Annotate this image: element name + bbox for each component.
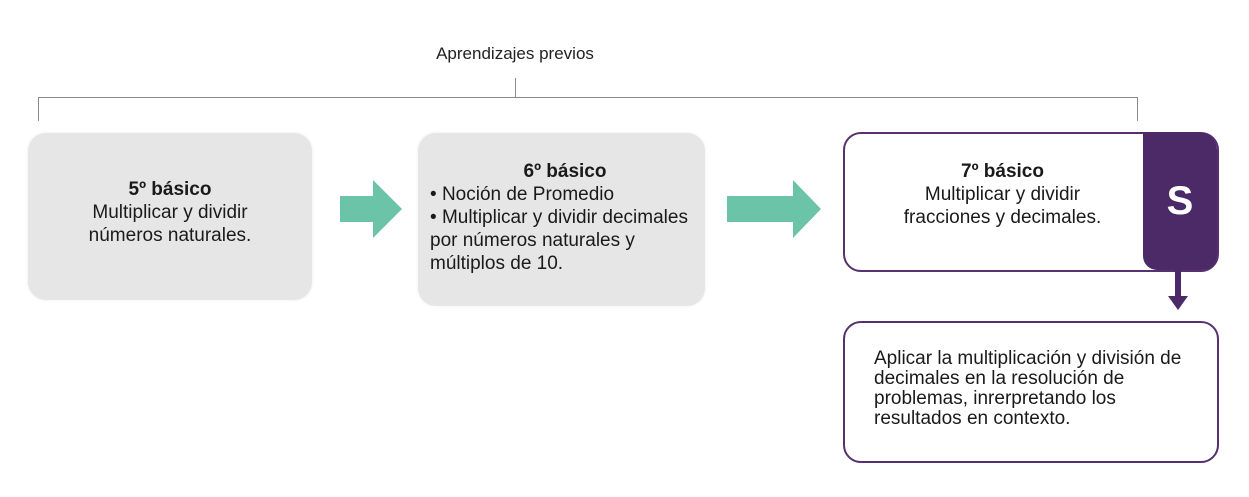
grade6-bullet-2-text: Multiplicar y dividir decimales por núme… [430,207,688,274]
grade5-content: 5º básico Multiplicar y dividir números … [28,178,312,247]
grade5-line1: Multiplicar y dividir [92,202,248,223]
grade7-line2: fracciones y decimales. [903,207,1102,228]
arrow-right-icon [340,180,402,238]
bracket-horizontal [38,97,1138,98]
goal-text: Aplicar la multiplicación y división de … [874,348,1182,429]
grade6-bullet-2: • Multiplicar y dividir decimales por nú… [430,207,688,274]
grade7-content: 7º básico Multiplicar y dividir fraccion… [850,160,1155,229]
grade5-line2: números naturales. [88,225,252,246]
s-badge: S [1143,132,1217,270]
grade6-content: 6º básico • Noción de Promedio • Multipl… [430,160,700,275]
grade6-title: 6º básico [523,161,607,182]
bracket-left-leg [38,97,39,121]
grade6-box [418,133,705,306]
arrow-down-icon [1168,270,1188,310]
bracket-right-leg [1137,97,1138,121]
grade5-box [28,133,312,300]
grade7-title: 7º básico [961,161,1044,182]
bracket-stem [515,78,516,97]
goal-box [843,321,1219,463]
grade5-title: 5º básico [128,179,212,200]
arrow-right-icon [727,180,821,238]
grade6-bullet-1-text: Noción de Promedio [441,184,615,205]
grade6-bullet-1: • Noción de Promedio [430,184,615,205]
grade7-line1: Multiplicar y dividir [924,184,1081,205]
prior-learning-label: Aprendizajes previos [436,44,594,63]
